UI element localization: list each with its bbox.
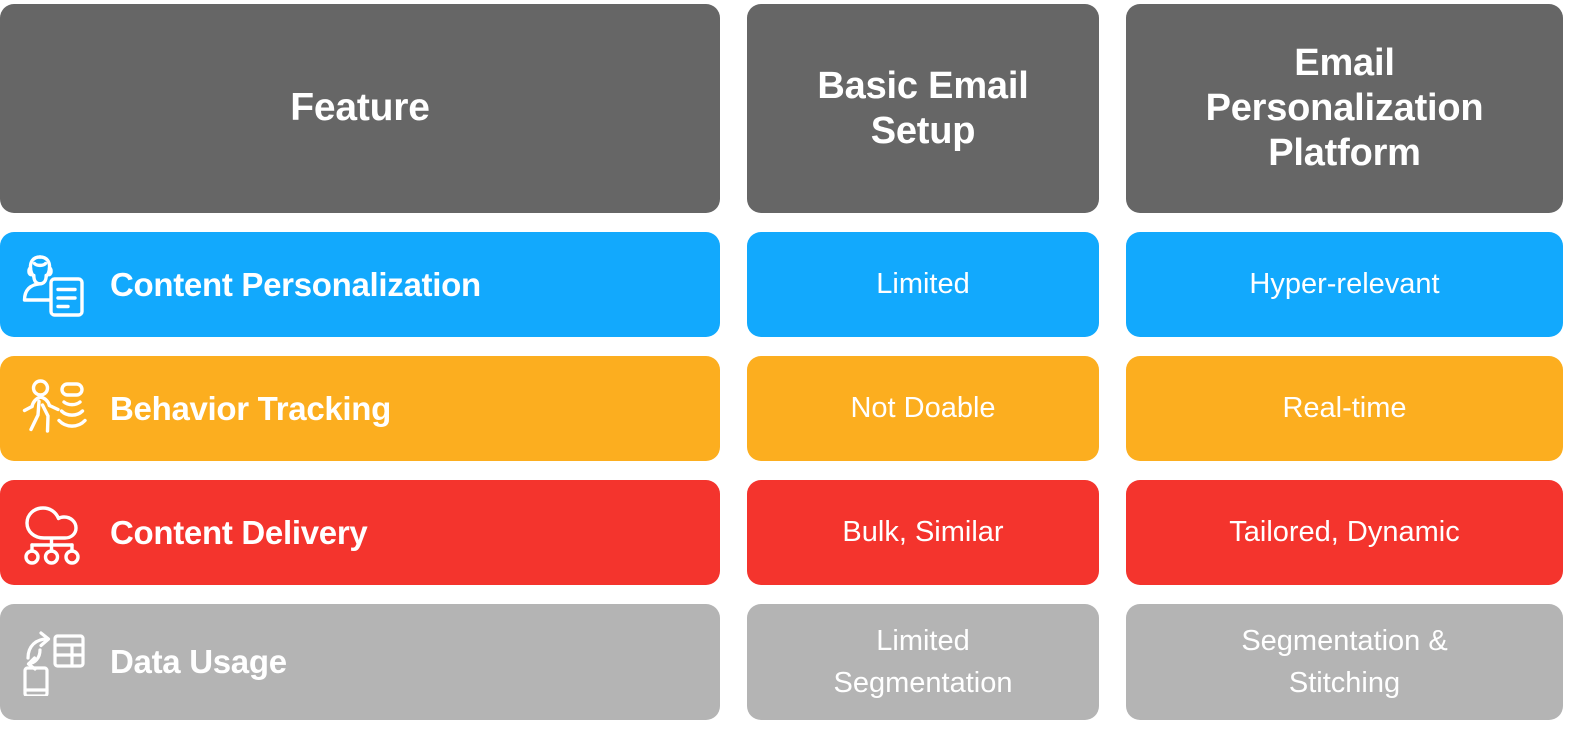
header-cell-feature: Feature — [0, 4, 720, 213]
feature-cell-content-delivery: Content Delivery — [0, 480, 720, 585]
value-text: Real-time — [1282, 392, 1407, 425]
value-line-1: Segmentation & — [1241, 624, 1448, 657]
value-line-2: Segmentation — [833, 667, 1013, 699]
table-row: Behavior Tracking Not Doable Real-time — [0, 356, 1596, 461]
header-basic-line-2: Setup — [870, 109, 976, 152]
header-platform-line-1: Email — [1294, 42, 1395, 85]
header-basic-line-1: Basic Email — [817, 64, 1029, 107]
value-cell-basic: Limited Segmentation — [747, 604, 1099, 720]
value-cell-basic: Not Doable — [747, 356, 1099, 461]
header-platform-line-2: Personalization — [1205, 87, 1484, 130]
value-text: Segmentation & Stitching — [1241, 620, 1447, 704]
header-label-basic-email-setup: Basic Email Setup — [817, 64, 1028, 154]
value-cell-basic: Bulk, Similar — [747, 480, 1099, 585]
feature-cell-content-personalization: Content Personalization — [0, 232, 720, 337]
value-cell-platform: Segmentation & Stitching — [1126, 604, 1563, 720]
value-text: Not Doable — [850, 392, 996, 425]
header-cell-email-personalization-platform: Email Personalization Platform — [1126, 4, 1563, 213]
table-row: Content Delivery Bulk, Similar Tailored,… — [0, 480, 1596, 585]
header-cell-basic-email-setup: Basic Email Setup — [747, 4, 1099, 213]
value-text: Limited — [876, 268, 970, 301]
value-text: Tailored, Dynamic — [1229, 516, 1460, 549]
table-row: Data Usage Limited Segmentation Segmenta… — [0, 604, 1596, 720]
person-document-icon — [18, 249, 90, 321]
value-cell-basic: Limited — [747, 232, 1099, 337]
header-platform-line-3: Platform — [1268, 131, 1421, 174]
feature-cell-behavior-tracking: Behavior Tracking — [0, 356, 720, 461]
data-transfer-table-icon — [18, 626, 90, 698]
table-header-row: Feature Basic Email Setup Email Personal… — [0, 4, 1596, 213]
feature-label: Behavior Tracking — [110, 389, 392, 427]
feature-label: Data Usage — [110, 643, 287, 680]
value-cell-platform: Hyper-relevant — [1126, 232, 1563, 337]
value-cell-platform: Tailored, Dynamic — [1126, 480, 1563, 585]
header-label-email-personalization-platform: Email Personalization Platform — [1206, 41, 1484, 175]
table-row: Content Personalization Limited Hyper-re… — [0, 232, 1596, 337]
value-text: Limited Segmentation — [834, 620, 1013, 704]
value-text: Hyper-relevant — [1249, 268, 1440, 301]
walking-person-signal-icon — [18, 373, 90, 445]
value-text: Bulk, Similar — [842, 516, 1004, 549]
feature-cell-data-usage: Data Usage — [0, 604, 720, 720]
feature-label: Content Delivery — [110, 513, 368, 551]
value-line-1: Limited — [876, 624, 970, 657]
header-label-feature: Feature — [290, 86, 430, 130]
feature-label: Content Personalization — [110, 265, 481, 303]
value-cell-platform: Real-time — [1126, 356, 1563, 461]
value-line-2: Stitching — [1288, 667, 1401, 699]
cloud-network-icon — [18, 497, 90, 569]
